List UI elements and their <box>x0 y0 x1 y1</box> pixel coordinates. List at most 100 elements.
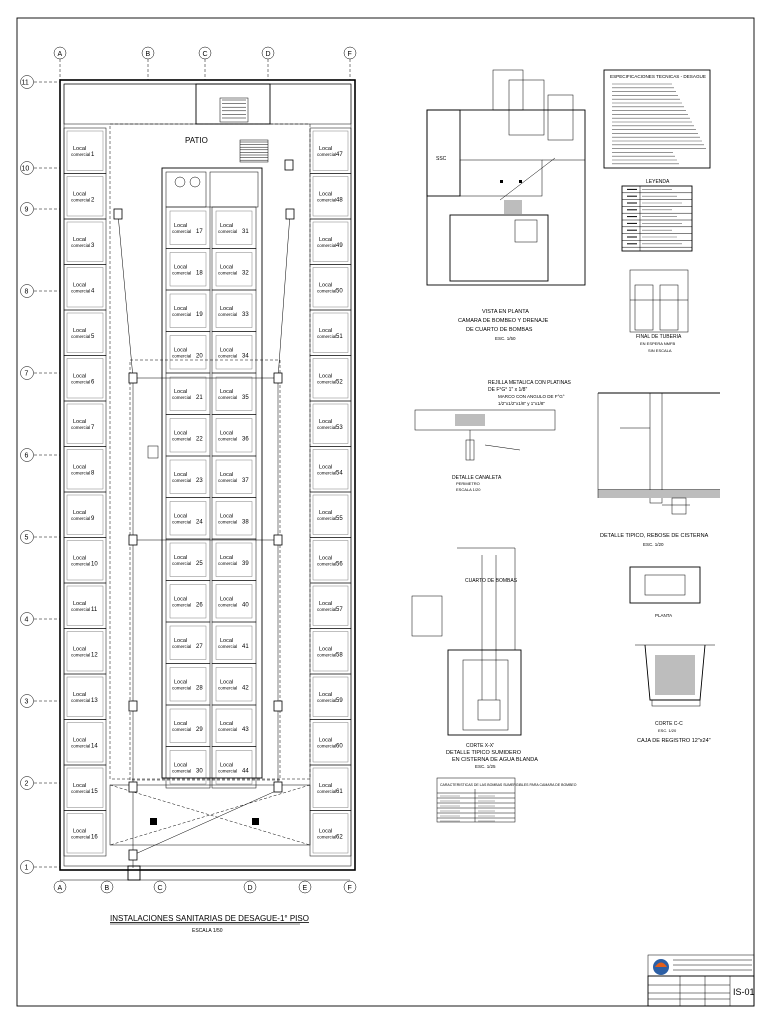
stair <box>239 139 269 163</box>
unit-number: 39 <box>242 561 249 567</box>
unit-number: 28 <box>196 685 203 691</box>
grid-bubble-row: 3 <box>20 694 34 708</box>
unit-label: Local <box>220 596 233 602</box>
gutter-note: 1/2"x1/2"x1/8" y 1"x1/8" <box>498 401 545 406</box>
unit-label: Local <box>220 264 233 270</box>
unit-sub: comercial <box>71 516 90 521</box>
unit-label: Local <box>73 555 86 561</box>
unit-number: 24 <box>196 519 203 525</box>
unit-label: Local <box>73 464 86 470</box>
gutter-title-2: PERIMETRO <box>456 481 480 486</box>
unit-number: 3 <box>91 243 95 249</box>
grid-label: B <box>105 885 110 892</box>
unit-sub: comercial <box>71 561 90 566</box>
unit-label: Local <box>73 373 86 379</box>
unit-label: Local <box>174 762 187 768</box>
unit-number: 34 <box>242 353 249 359</box>
unit-label: Local <box>220 430 233 436</box>
grid-bubble-top: A <box>53 46 67 60</box>
unit-label: Local <box>220 472 233 478</box>
unit-number: 58 <box>336 652 343 658</box>
unit-sub: comercial <box>172 395 191 400</box>
registry-box <box>128 849 138 861</box>
unit-label: Local <box>73 191 86 197</box>
unit-label: Local <box>174 721 187 727</box>
unit-number: 6 <box>91 379 95 385</box>
unit-number: 7 <box>91 425 95 431</box>
unit-number: 49 <box>336 243 343 249</box>
plan-label: PLANTA <box>655 613 672 618</box>
unit-sub: comercial <box>71 197 90 202</box>
unit-label: Local <box>220 513 233 519</box>
grid-label: 6 <box>25 453 29 460</box>
unit-number: 48 <box>336 197 343 203</box>
grid-bubble-row: 2 <box>20 776 34 790</box>
pipe-end-title-2: EN ESPERA NMFB <box>640 341 675 346</box>
unit-sub: comercial <box>172 727 191 732</box>
unit-number: 44 <box>242 768 249 774</box>
unit-sub: comercial <box>71 425 90 430</box>
unit-sub: comercial <box>172 602 191 607</box>
unit-number: 59 <box>336 698 343 704</box>
grid-bubble-row: 7 <box>20 366 34 380</box>
unit-number: 14 <box>91 743 98 749</box>
unit-sub: comercial <box>71 288 90 293</box>
unit-number: 26 <box>196 602 203 608</box>
main-title: INSTALACIONES SANITARIAS DE DESAGUE-1° P… <box>110 914 309 923</box>
unit-label: Local <box>319 692 332 698</box>
unit-sub: comercial <box>218 395 237 400</box>
grid-label: 9 <box>25 207 29 214</box>
unit-number: 2 <box>91 197 95 203</box>
grid-bubble-bottom: B <box>100 880 114 894</box>
grid-label: 11 <box>22 80 29 87</box>
unit-sub: comercial <box>317 243 336 248</box>
sheet-border <box>16 17 755 1007</box>
unit-sub: comercial <box>317 561 336 566</box>
unit-sub: comercial <box>218 727 237 732</box>
unit-label: Local <box>220 555 233 561</box>
unit-number: 25 <box>196 561 203 567</box>
unit-label: Local <box>220 638 233 644</box>
unit-label: Local <box>220 762 233 768</box>
unit-label: Local <box>73 510 86 516</box>
unit-label: Local <box>73 646 86 652</box>
unit-number: 20 <box>196 353 203 359</box>
registry-box <box>285 208 295 220</box>
grid-bubble-row: 11 <box>20 75 34 89</box>
unit-sub: comercial <box>172 270 191 275</box>
sump-detail <box>411 547 522 736</box>
unit-sub: comercial <box>218 312 237 317</box>
unit-number: 30 <box>196 768 203 774</box>
box-scale: ESC. 1/20 <box>658 728 677 733</box>
grid-bubble-bottom: A <box>53 880 67 894</box>
unit-label: Local <box>174 347 187 353</box>
unit-number: 19 <box>196 312 203 318</box>
unit-sub: comercial <box>218 353 237 358</box>
unit-label: Local <box>319 373 332 379</box>
unit-sub: comercial <box>172 478 191 483</box>
grid-label: F <box>348 51 352 58</box>
unit-label: Local <box>220 721 233 727</box>
unit-number: 12 <box>91 652 98 658</box>
registry-box <box>273 781 283 793</box>
grid-bubble-row: 6 <box>20 448 34 462</box>
unit-sub: comercial <box>317 516 336 521</box>
grid-label: 8 <box>25 289 29 296</box>
registry-box <box>128 372 138 384</box>
